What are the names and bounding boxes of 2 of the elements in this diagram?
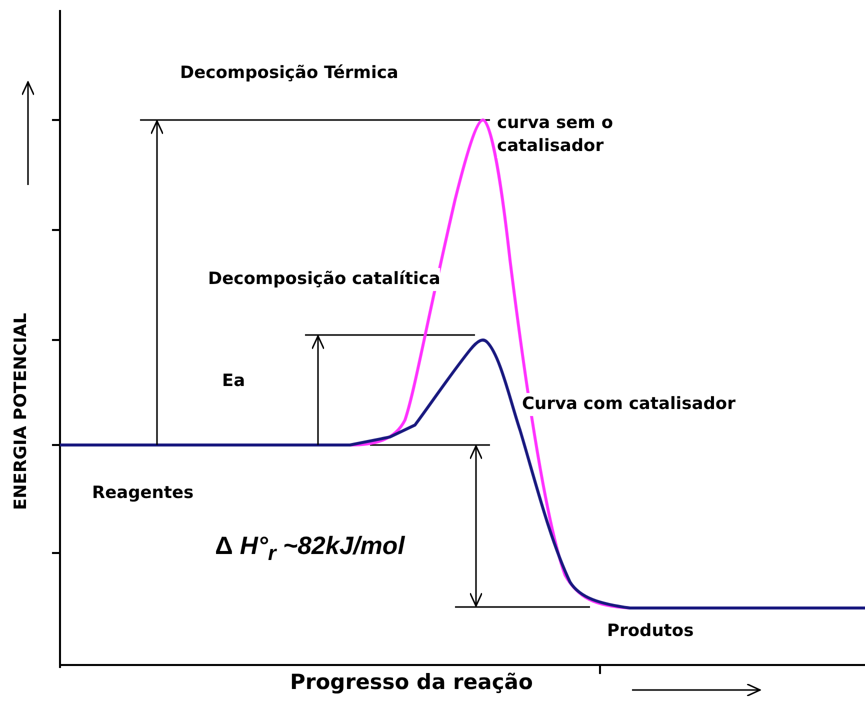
curve-label: Curva com catalisador <box>522 393 736 416</box>
curve-label: Decomposição catalítica <box>208 268 440 291</box>
